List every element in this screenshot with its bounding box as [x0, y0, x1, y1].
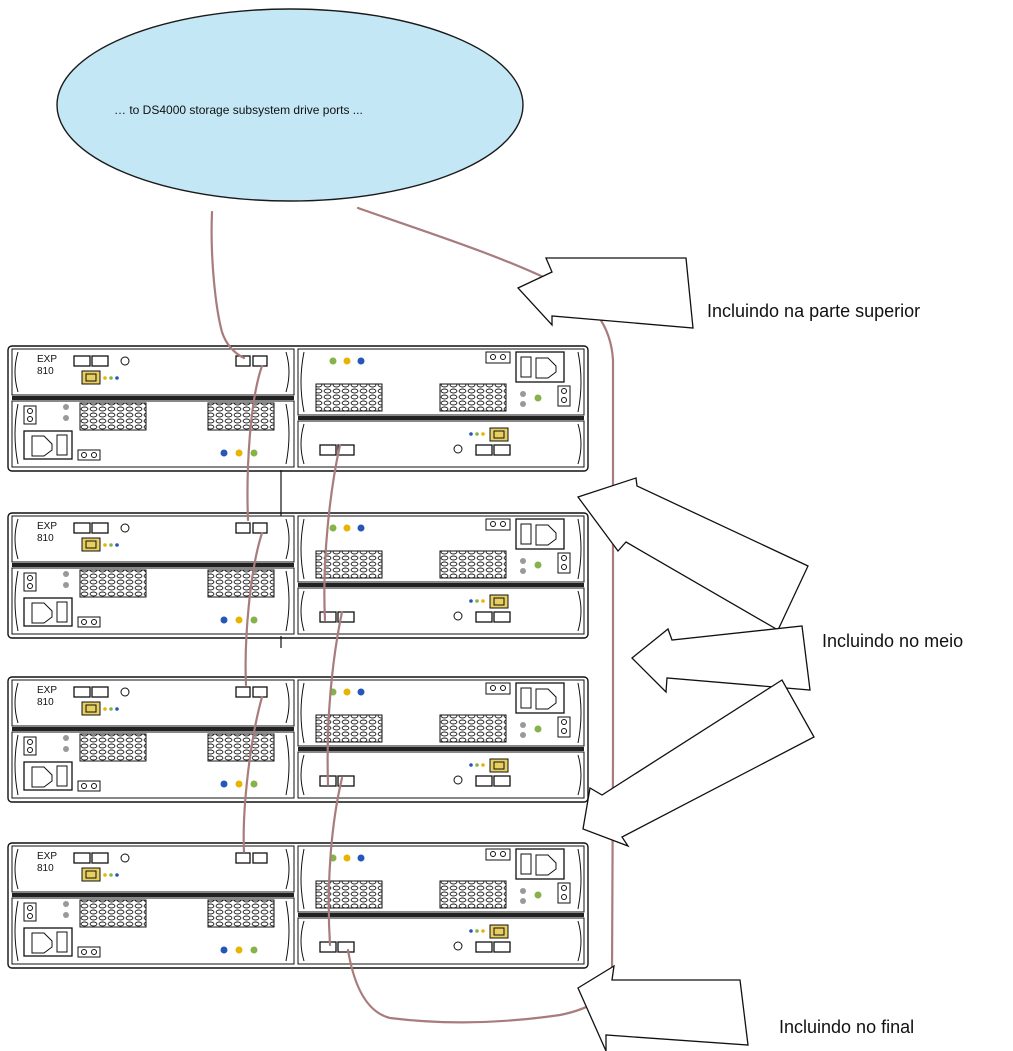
- enclosure-model-line2: 810: [37, 863, 54, 874]
- label-top-insertion: Incluindo na parte superior: [707, 301, 920, 321]
- enclosure-model-line2: 810: [37, 366, 54, 377]
- arrow-top-insertion: [516, 257, 694, 329]
- cable-right-esm-1-2: [323, 443, 342, 622]
- cable-left-esm-3-4: [242, 695, 264, 854]
- label-middle-insertion: Incluindo no meio: [822, 631, 963, 651]
- cable-left-esm-2-3: [244, 531, 264, 687]
- enclosure-model-line1: EXP: [37, 685, 57, 696]
- arrow-middle-1: [576, 477, 809, 631]
- enclosure-model-line1: EXP: [37, 521, 57, 532]
- enclosure-model-line2: 810: [37, 697, 54, 708]
- enclosure-model-line1: EXP: [37, 354, 57, 365]
- arrow-bottom-insertion: [577, 964, 749, 1051]
- drive-ports-cloud: [56, 8, 524, 202]
- cable-left-esm-1-2: [246, 364, 264, 522]
- enclosure-1: EXP 810: [7, 345, 589, 472]
- enclosure-4: EXP 810: [7, 842, 589, 969]
- arrow-middle-3: [582, 679, 815, 848]
- enclosure-model-line1: EXP: [37, 851, 57, 862]
- cable-cloud-to-top-esm: [210, 210, 246, 360]
- label-bottom-insertion: Incluindo no final: [779, 1017, 914, 1037]
- cable-right-esm-3-4: [327, 776, 344, 947]
- enclosure-3: EXP 810: [7, 676, 589, 803]
- enclosure-model-line2: 810: [37, 533, 54, 544]
- arrow-middle-2: [631, 625, 811, 694]
- cloud-label: … to DS4000 storage subsystem drive port…: [114, 103, 363, 117]
- cable-right-esm-2-3: [326, 610, 344, 787]
- enclosure-2: EXP 810: [7, 512, 589, 639]
